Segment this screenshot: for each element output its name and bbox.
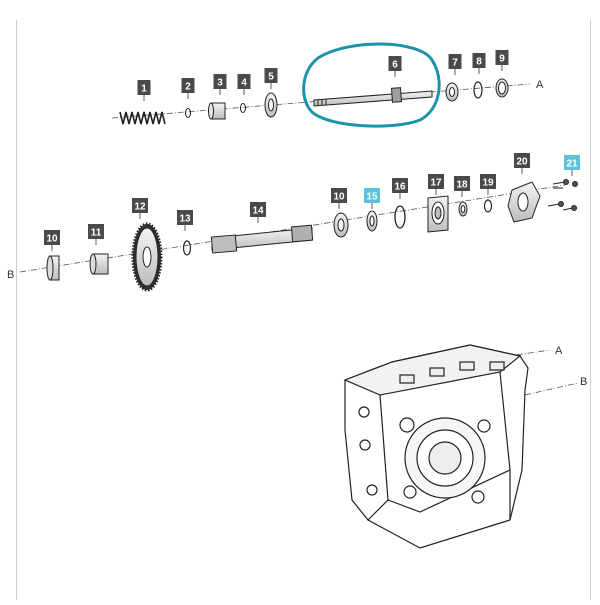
svg-text:12: 12 <box>134 202 146 213</box>
part-label-5: 5 <box>264 68 278 89</box>
part-9-ring <box>495 78 509 98</box>
part-10-bushing-left <box>46 255 60 281</box>
frame-left-line <box>16 20 17 600</box>
part-label-3: 3 <box>213 74 227 95</box>
axis-label-b-housing: B <box>580 376 587 388</box>
part-label-2: 2 <box>181 78 195 99</box>
part-2-ring <box>185 108 191 118</box>
axis-letters: A B A B <box>7 79 587 388</box>
part-label-19: 19 <box>480 174 496 195</box>
part-label-18: 18 <box>454 176 470 197</box>
part-label-4: 4 <box>237 74 251 95</box>
part-6-shaft <box>313 87 433 107</box>
part-label-17: 17 <box>428 174 444 195</box>
svg-text:20: 20 <box>516 157 528 168</box>
svg-text:8: 8 <box>476 57 482 68</box>
svg-text:6: 6 <box>392 60 398 71</box>
svg-text:10: 10 <box>333 192 345 203</box>
gearbox-housing <box>343 344 529 549</box>
part-6-highlight-circle <box>302 42 441 128</box>
frame-right-line <box>590 20 591 600</box>
part-11-bushing <box>89 253 109 275</box>
svg-text:1: 1 <box>141 84 147 95</box>
part-14-shaft <box>210 224 314 254</box>
svg-text:9: 9 <box>499 54 505 65</box>
part-label-11: 11 <box>88 224 104 245</box>
part-label-10-0: 10 <box>44 230 60 251</box>
part-label-7: 7 <box>448 54 462 75</box>
svg-text:10: 10 <box>46 234 58 245</box>
part-label-15: 15 <box>364 188 380 209</box>
part-10-bearing-mid <box>333 212 349 238</box>
part-label-10-5: 10 <box>331 188 347 209</box>
svg-text:18: 18 <box>456 180 468 191</box>
part-label-6: 6 <box>388 56 402 77</box>
part-label-1: 1 <box>137 80 151 101</box>
part-5-bearing <box>264 92 278 118</box>
part-12-gear <box>131 222 163 292</box>
part-label-20: 20 <box>514 153 530 174</box>
part-21-screws <box>547 179 578 211</box>
part-label-9: 9 <box>495 50 509 71</box>
axis-line-b-housing <box>524 382 579 396</box>
part-1-spring <box>119 111 166 125</box>
part-label-16: 16 <box>392 178 408 199</box>
part-8-snap-ring <box>473 81 483 99</box>
part-4-ring <box>240 103 246 113</box>
svg-text:11: 11 <box>91 228 102 239</box>
axis-line-a-housing <box>494 349 551 359</box>
axis-label-a-top: A <box>536 79 544 91</box>
part-label-13: 13 <box>177 210 193 231</box>
part-7-bearing <box>445 82 459 102</box>
svg-text:19: 19 <box>482 178 494 189</box>
svg-text:14: 14 <box>252 206 264 217</box>
part-15-bearing <box>366 210 378 232</box>
axis-label-a-housing: A <box>555 345 563 357</box>
part-16-o-ring <box>394 205 406 229</box>
svg-text:16: 16 <box>394 182 406 193</box>
part-13-ring <box>182 240 192 256</box>
svg-text:2: 2 <box>185 82 191 93</box>
part-label-21: 21 <box>564 155 580 176</box>
axis-label-b-mid: B <box>7 269 14 281</box>
part-19-ring <box>483 199 493 213</box>
svg-text:17: 17 <box>430 178 442 189</box>
svg-text:5: 5 <box>268 72 274 83</box>
svg-text:15: 15 <box>366 192 378 203</box>
part-18-seal <box>458 201 468 217</box>
part-3-bushing <box>208 102 226 120</box>
svg-text:13: 13 <box>179 214 191 225</box>
part-20-plate <box>507 181 541 223</box>
svg-text:4: 4 <box>241 78 247 89</box>
part-17-flange <box>427 195 449 233</box>
svg-text:21: 21 <box>566 159 578 170</box>
svg-text:3: 3 <box>217 78 223 89</box>
part-label-14: 14 <box>250 202 266 223</box>
svg-text:7: 7 <box>452 58 458 69</box>
part-label-12: 12 <box>132 198 148 219</box>
part-label-8: 8 <box>472 53 486 74</box>
